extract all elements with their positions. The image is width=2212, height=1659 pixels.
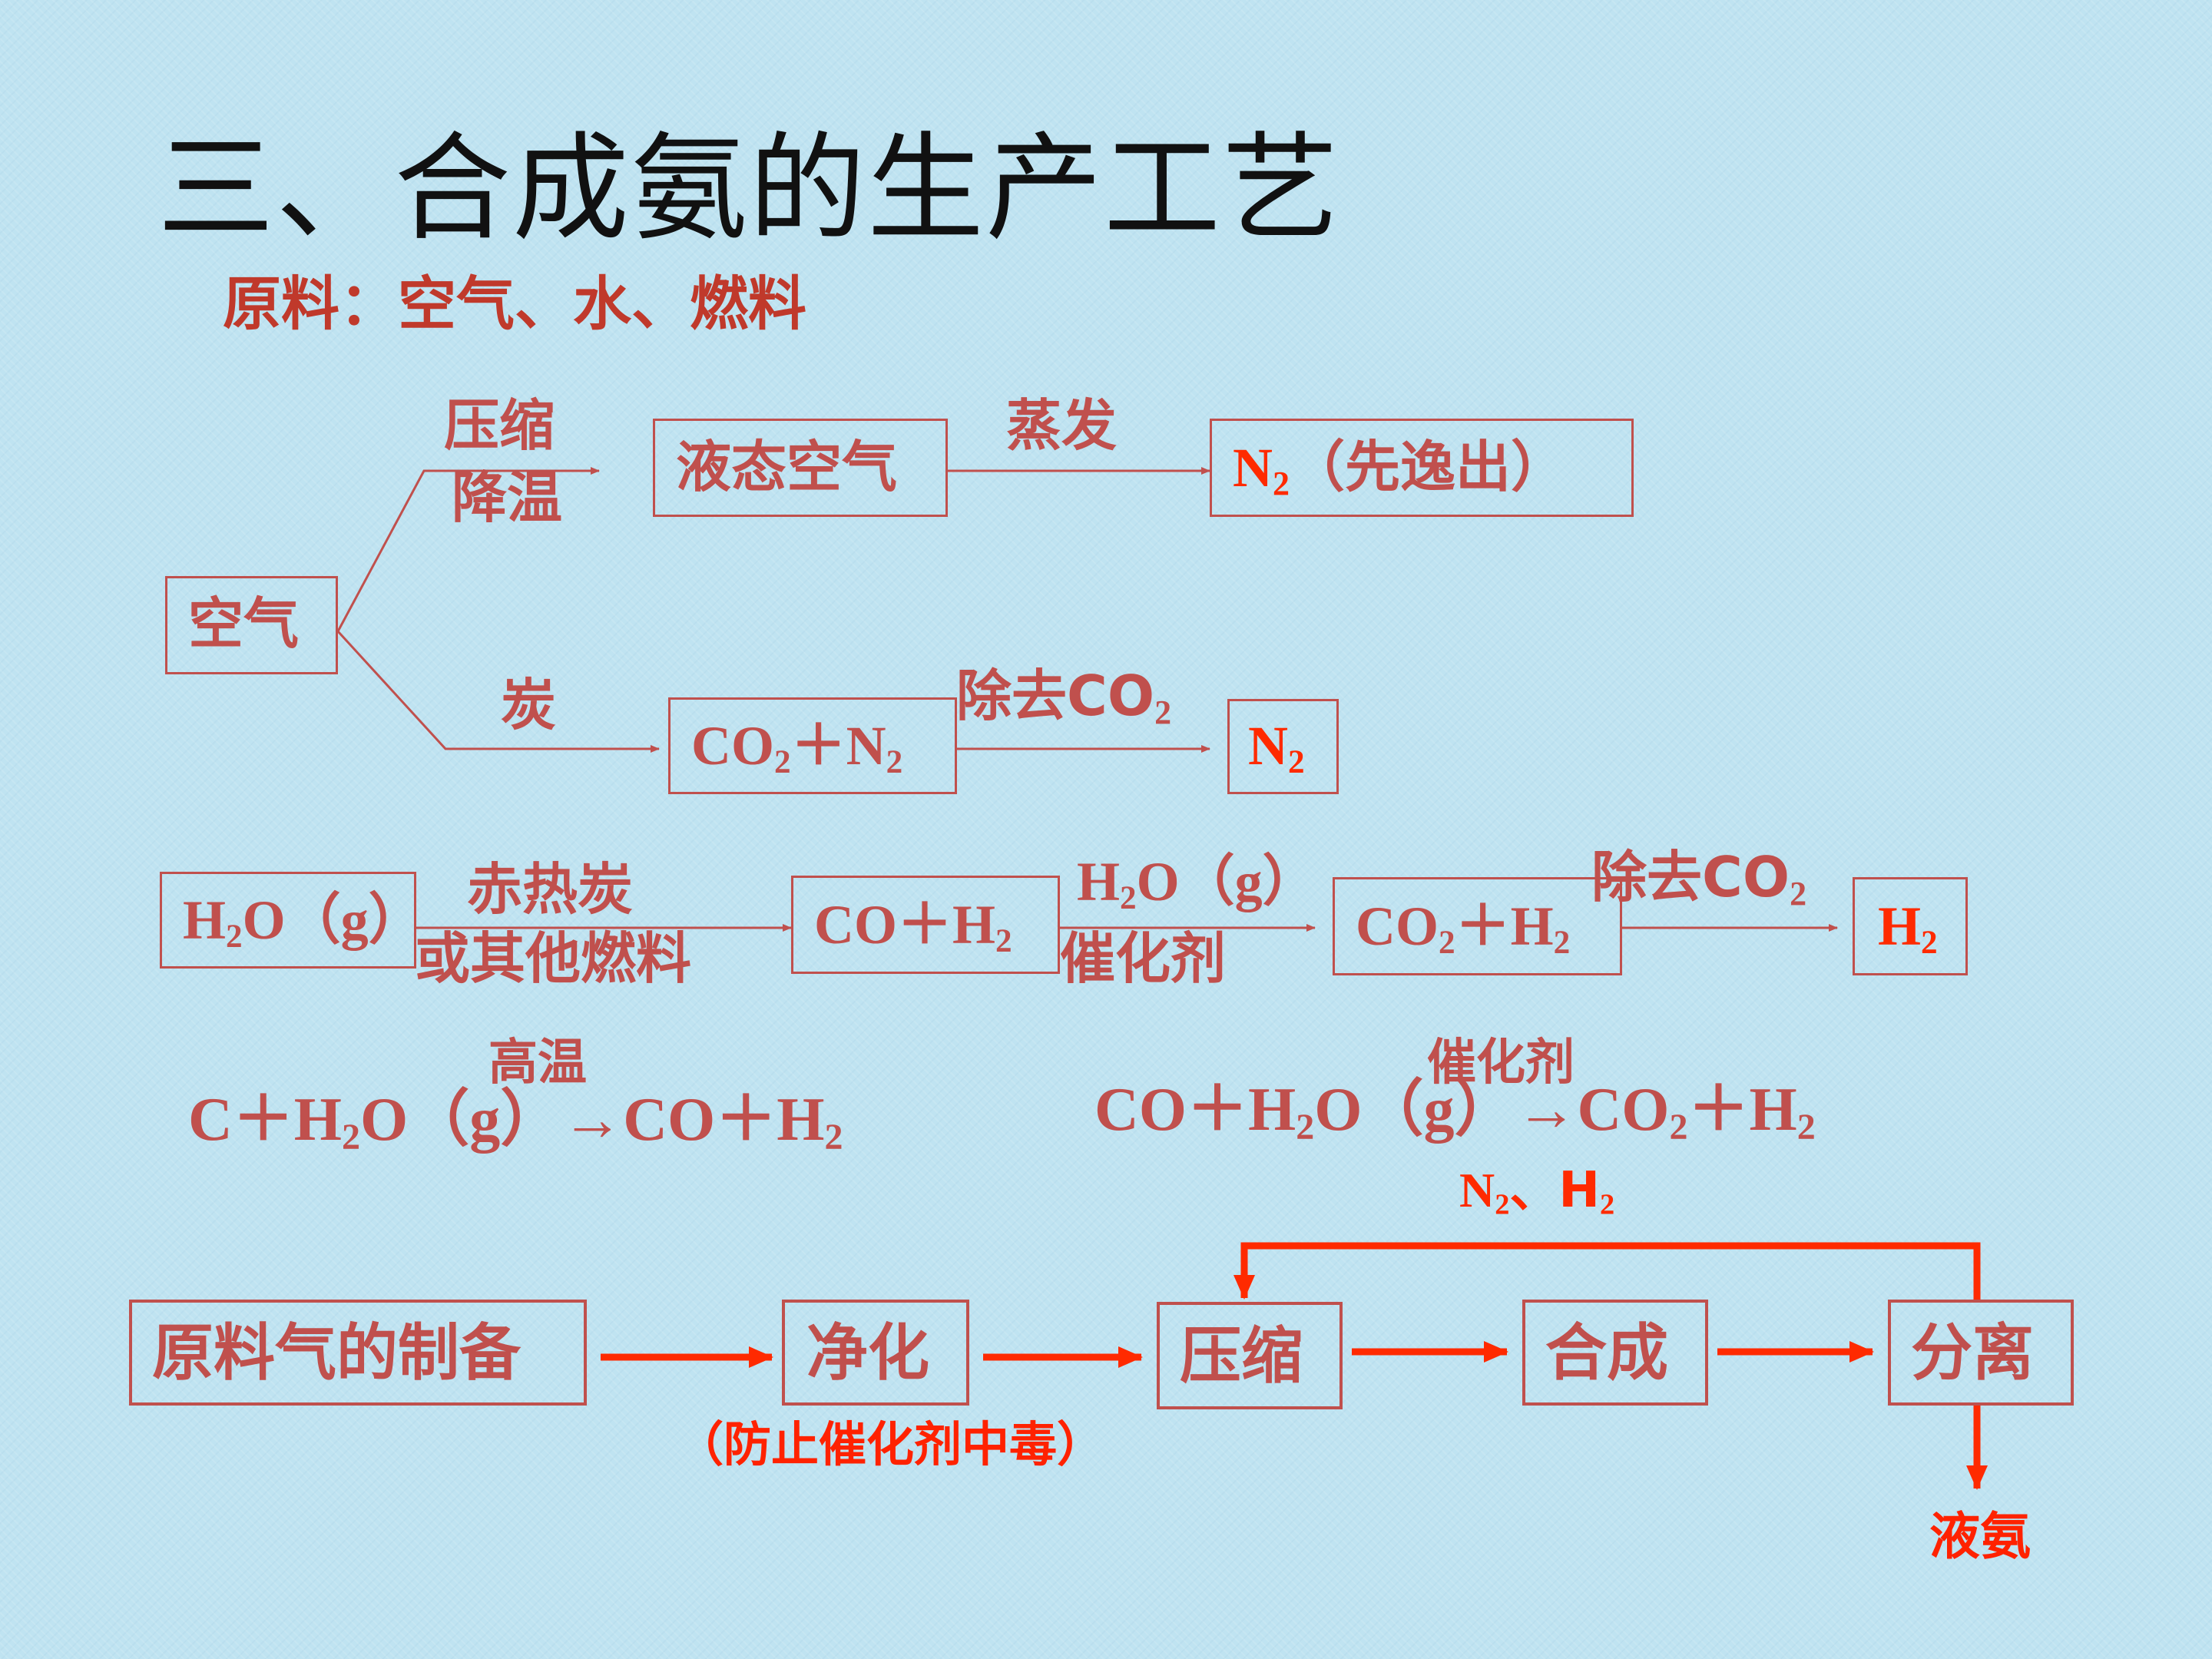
page-title: 三、合成氨的生产工艺 [157,121,1340,257]
step-separate-label: 分离 [1911,1317,2034,1389]
air-label: 空气 [188,591,300,656]
h2-result-box [1853,877,1968,975]
branch-upper-line [336,467,600,632]
co-h2-label: CO＋H2 [814,894,1012,959]
liquid-air-box [653,419,948,517]
other-fuel-label: 或其他燃料 [415,926,692,991]
step-separate-box [1888,1300,2074,1406]
h2o-g-label: H2O（g） [1077,851,1318,916]
raw-materials-subtitle: 原料：空气、水、燃料 [223,270,806,338]
evaporate-label: 蒸发 [1006,393,1118,458]
eq2-condition: 催化剂 [1427,1035,1575,1091]
step-purify-label: 净化 [806,1317,929,1389]
recycle-label: N2、H2 [1459,1162,1615,1221]
air-box [165,576,338,674]
step-compress-box [1157,1302,1343,1409]
cool-label: 降温 [452,465,563,530]
h2o-box [160,872,416,969]
remove-co2-label-2: 除去CO2 [1591,845,1807,912]
step-raw-gas-label: 原料气的制备 [152,1317,521,1389]
co-h2-box [791,876,1060,974]
compress-label: 压缩 [444,393,555,458]
catalyst-label: 催化剂 [1060,926,1227,991]
eq1-condition: 高温 [488,1035,587,1091]
equation-2: CO＋H2O（g）→CO2＋H2 [1094,1076,1816,1147]
h2o-label: H2O（g） [183,889,424,955]
co2-n2-box [668,697,957,794]
step-compress-label: 压缩 [1180,1320,1303,1392]
hot-carbon-label: 赤热炭 [467,857,634,922]
carbon-label: 炭 [501,673,557,737]
h2-result-label: H2 [1878,896,1938,961]
remove-co2-label-1: 除去CO2 [956,664,1172,731]
purify-note: （防止催化剂中毒） [676,1416,1105,1472]
n2-first-label: N2（先逸出） [1233,435,1567,502]
equation-1: C＋H2O（g）→CO＋H2 [188,1086,843,1157]
product-label: 液氨 [1929,1507,2031,1566]
step-purify-box [782,1300,969,1406]
co2-n2-label: CO2＋N2 [691,715,903,780]
n2-result-label: N2 [1248,715,1305,780]
recycle-arrow [1233,1242,1981,1300]
n2-first-box [1210,419,1634,517]
liquid-air-label: 液态空气 [676,435,898,499]
co2-h2-box [1333,877,1622,975]
step-synthesis-label: 合成 [1545,1317,1668,1389]
n2-result-box [1227,699,1339,794]
branch-lower-line [336,630,660,753]
co2-h2-label: CO2＋H2 [1356,896,1571,961]
step-synthesis-box [1522,1300,1708,1406]
step-raw-gas-box [129,1300,587,1406]
